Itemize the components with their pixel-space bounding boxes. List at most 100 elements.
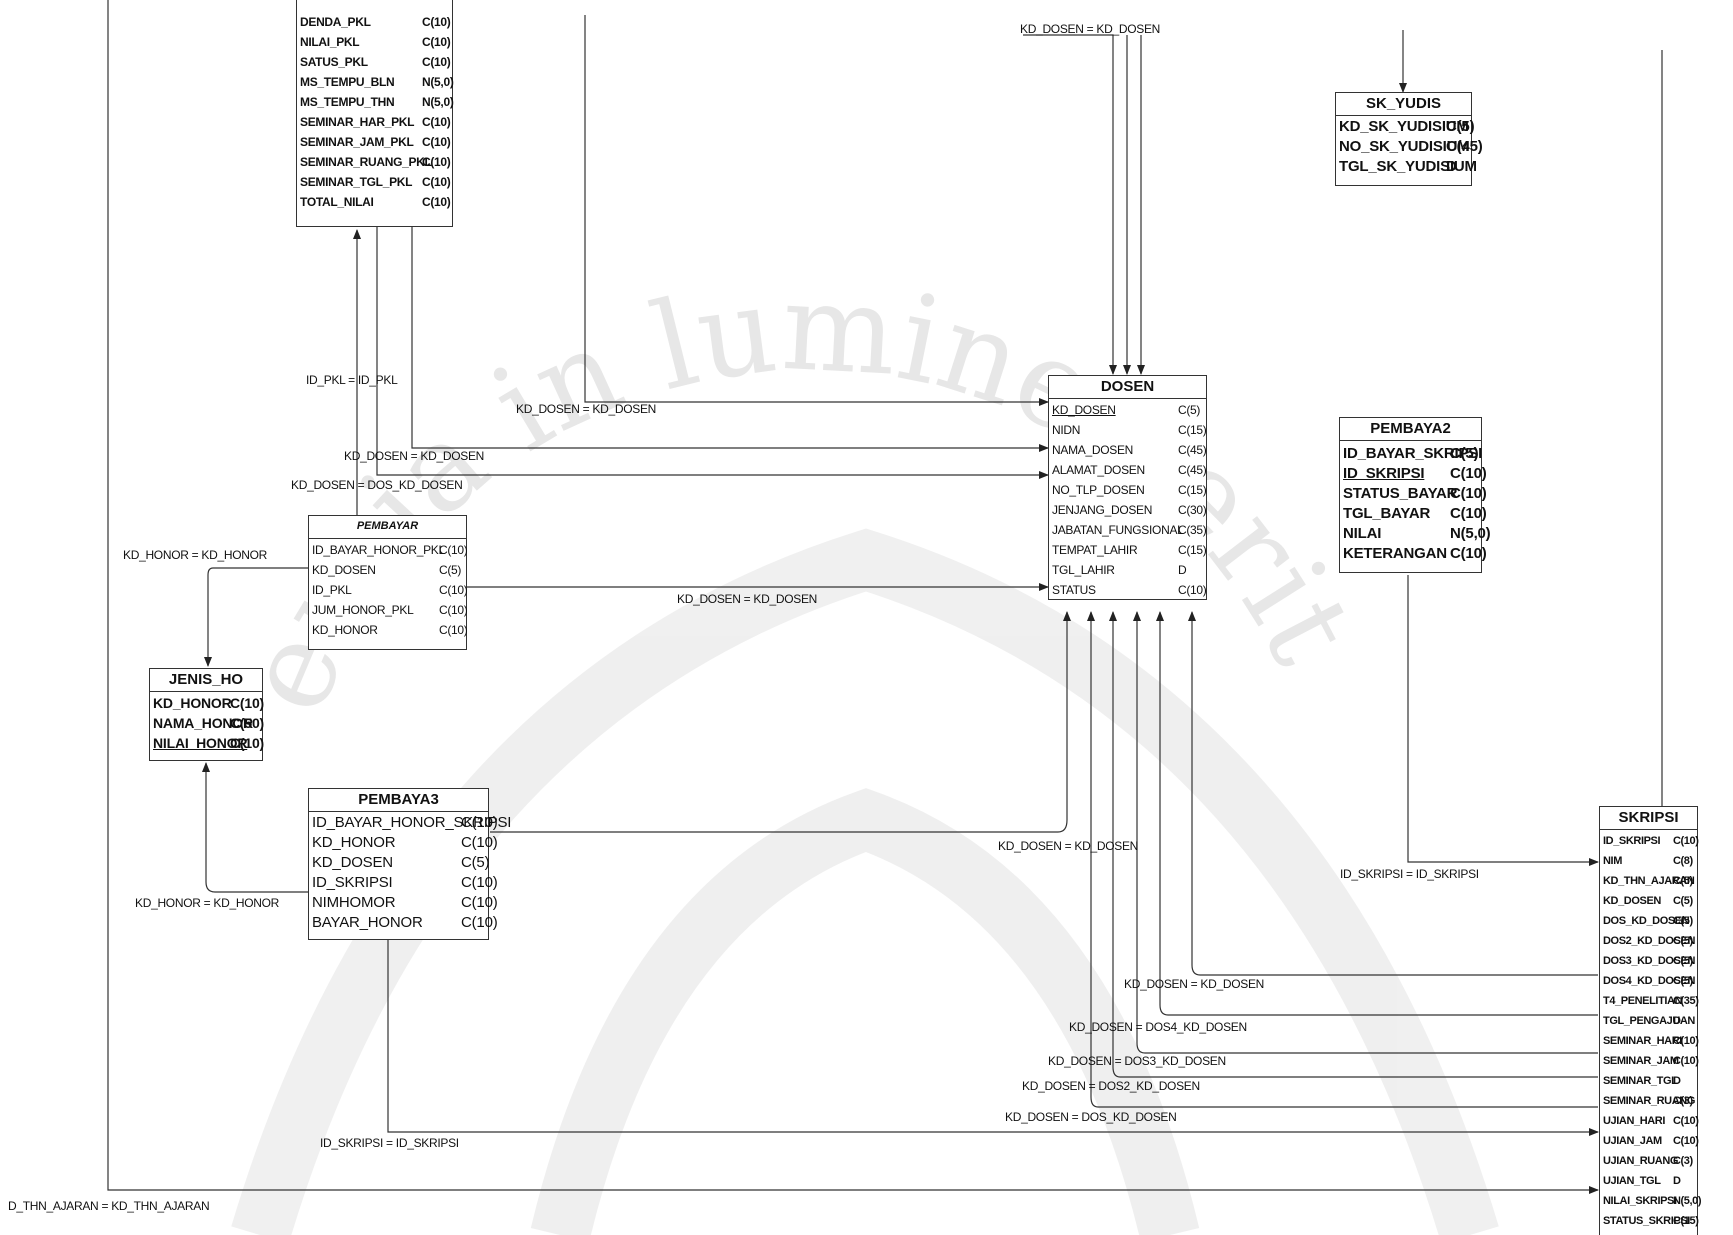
- attribute-name: JABATAN_FUNGSIONAL: [1052, 520, 1184, 540]
- attribute-type: C(15): [1178, 540, 1207, 560]
- attribute-name: ID_PKL: [312, 580, 352, 600]
- attribute-name: ID_SKRIPSI: [1343, 464, 1424, 484]
- attribute-name: SEMINAR_RUANG_PKL: [300, 152, 432, 172]
- rel-label: KD_DOSEN = KD_DOSEN: [998, 839, 1138, 853]
- attribute-name: UJIAN_HARI: [1603, 1111, 1665, 1131]
- attribute-type: N(5,0): [1450, 524, 1490, 544]
- attribute-type: C(5): [1673, 891, 1693, 911]
- attribute-type: C(10): [422, 32, 451, 52]
- attribute-type: C(5): [1673, 871, 1693, 891]
- attribute-name: NIDN: [1052, 420, 1080, 440]
- attribute-name: SEMINAR_JAM: [1603, 1051, 1679, 1071]
- attribute-row[interactable]: KD_DOSEN C(5): [309, 560, 466, 580]
- rel-label: ID_SKRIPSI = ID_SKRIPSI: [320, 1136, 459, 1150]
- attribute-type: C(50): [230, 713, 264, 733]
- attribute-name: KD_DOSEN: [1603, 891, 1661, 911]
- attribute-type: C(3): [1673, 1151, 1693, 1171]
- attribute-type: C(10): [1178, 580, 1207, 600]
- attribute-name: SATUS_PKL: [300, 52, 368, 72]
- attribute-name: JUM_HONOR_PKL: [312, 600, 413, 620]
- entity-title: PEMBAYAR: [309, 516, 466, 539]
- attribute-name: SEMINAR_TGL_PKL: [300, 172, 412, 192]
- attribute-name: KD_DOSEN: [312, 560, 376, 580]
- attribute-type: C(5): [439, 560, 461, 580]
- attribute-type: C(10): [461, 913, 498, 933]
- attribute-name: NIM: [1603, 851, 1622, 871]
- attribute-type: C(10): [422, 52, 451, 72]
- attribute-type: C(45): [1178, 440, 1207, 460]
- attribute-type: C(5): [1673, 911, 1693, 931]
- attribute-row[interactable]: KD_DOSEN C(5): [1600, 891, 1697, 911]
- attribute-row[interactable]: SATUS_PKL C(10): [297, 52, 452, 72]
